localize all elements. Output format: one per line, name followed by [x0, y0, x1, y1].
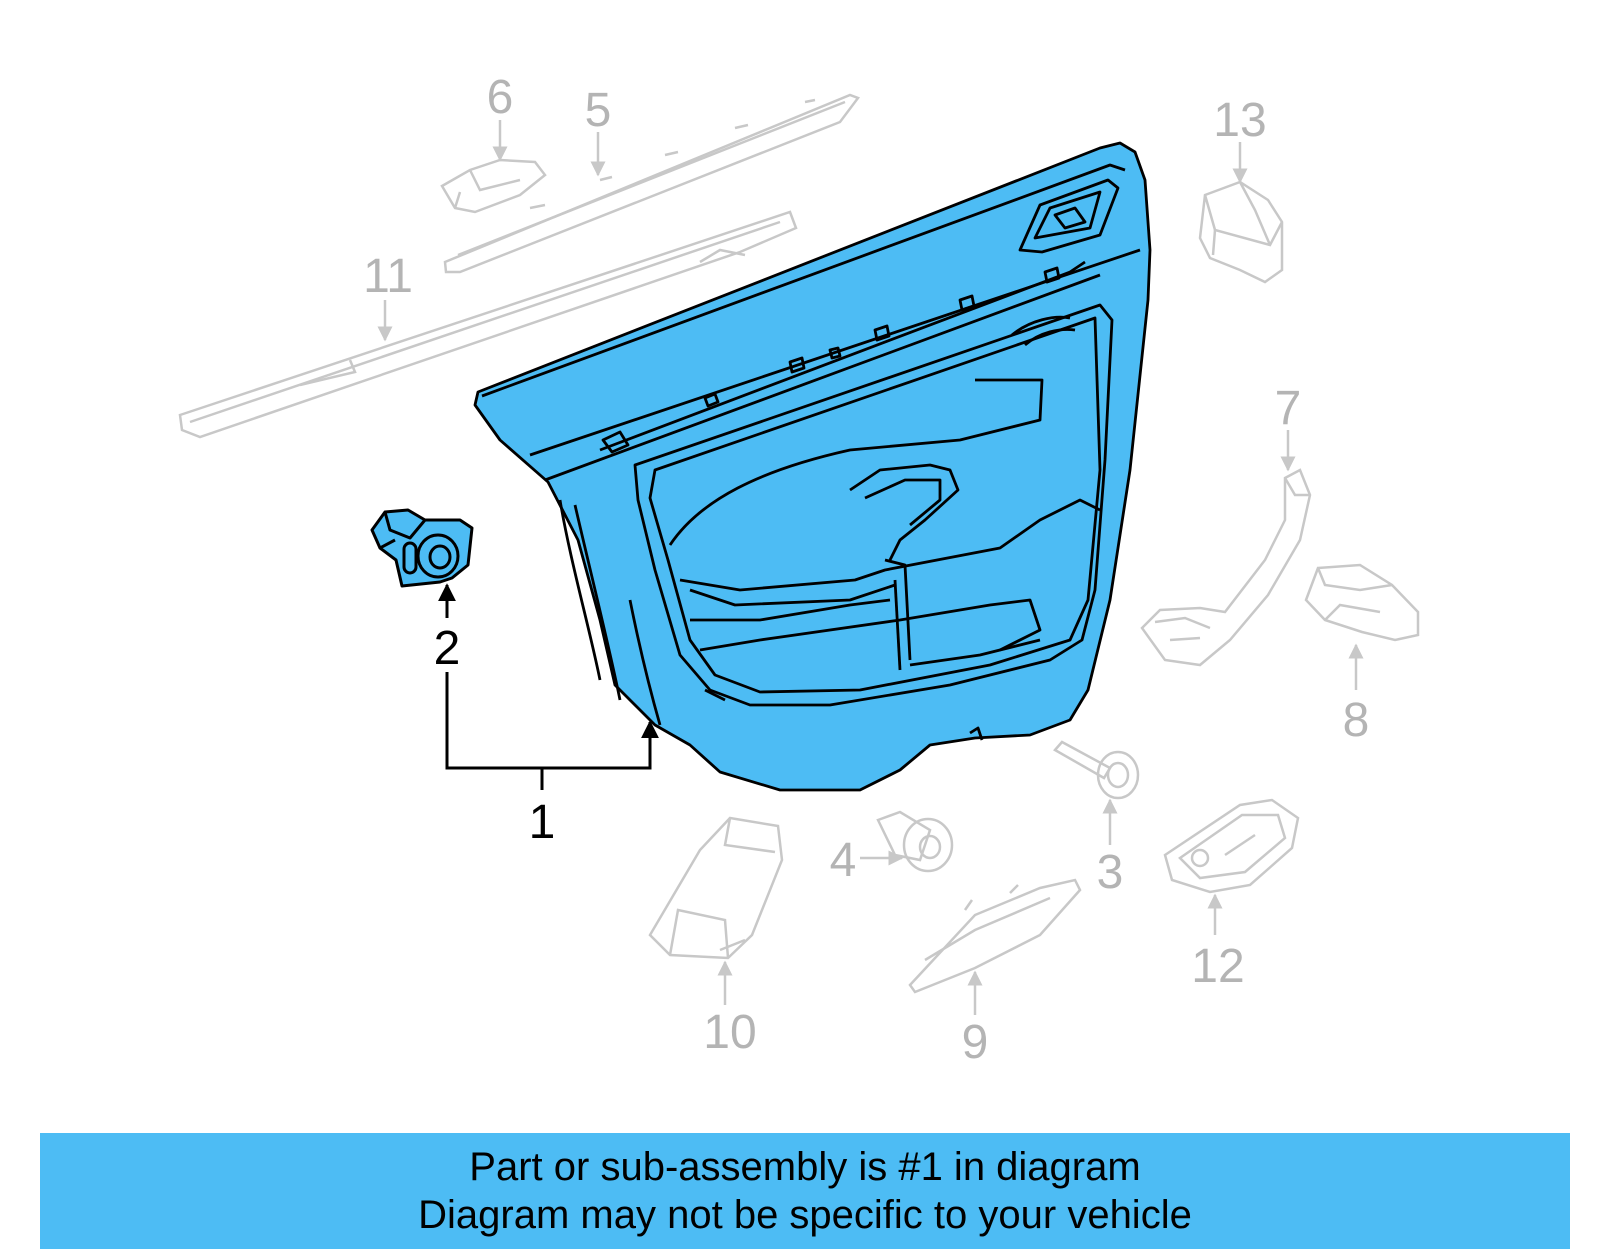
callout-2: 2 — [434, 622, 461, 675]
callout-11: 11 — [363, 250, 413, 303]
part-3-screw — [1053, 740, 1140, 800]
banner-line-1: Part or sub-assembly is #1 in diagram — [469, 1145, 1141, 1189]
part-11-belt-molding — [178, 210, 798, 439]
callout-13: 13 — [1213, 94, 1266, 147]
part-1-door-trim-panel — [473, 141, 1152, 792]
part-12-bezel — [1163, 798, 1300, 894]
callout-10: 10 — [703, 1006, 756, 1059]
info-banner: Part or sub-assembly is #1 in diagram Di… — [40, 1133, 1570, 1249]
leader-lines-dim — [377, 120, 1364, 1015]
part-6-clip — [440, 158, 547, 214]
part-8-bracket — [1304, 563, 1420, 642]
callout-labels: 1 2 3 4 5 6 7 8 9 10 11 12 13 — [363, 71, 1369, 1069]
part-5-upper-molding — [443, 93, 861, 274]
callout-1: 1 — [529, 796, 556, 849]
callout-12: 12 — [1191, 940, 1244, 993]
banner-line-2: Diagram may not be specific to your vehi… — [418, 1193, 1192, 1237]
part-7-pull-handle — [1140, 468, 1312, 667]
callout-9: 9 — [962, 1016, 989, 1069]
callout-5: 5 — [585, 84, 612, 137]
callout-3: 3 — [1097, 846, 1124, 899]
callout-6: 6 — [487, 71, 514, 124]
part-10-trim-piece — [648, 816, 784, 960]
part-4-grommet — [876, 810, 954, 873]
callout-8: 8 — [1343, 694, 1370, 747]
callout-7: 7 — [1275, 382, 1302, 435]
part-9-panel — [908, 878, 1082, 994]
leader-lines-main — [438, 583, 659, 790]
callout-4: 4 — [830, 834, 857, 887]
part-13-switch — [1198, 180, 1284, 284]
parts-diagram: 1 2 3 4 5 6 7 8 9 10 11 12 13 — [178, 71, 1420, 1069]
part-2-clip — [370, 508, 474, 588]
